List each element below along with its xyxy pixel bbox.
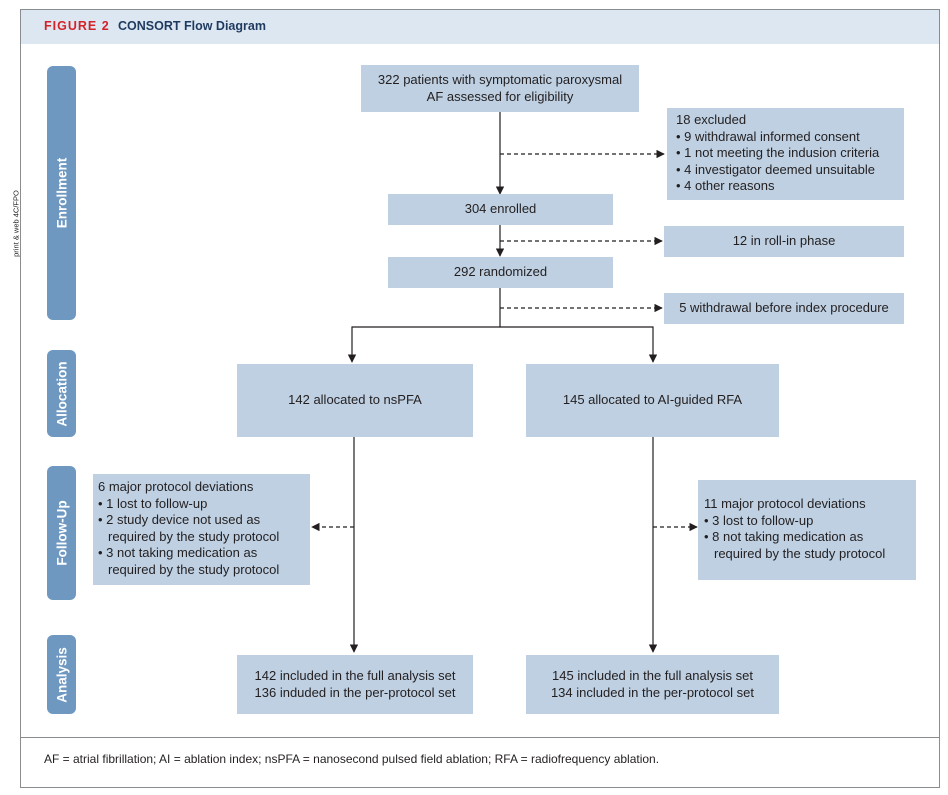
figure-header (21, 10, 939, 44)
footnote: AF = atrial fibrillation; AI = ablation … (44, 752, 660, 766)
arrow-to-rfa (500, 326, 658, 363)
box-followup-nspfa: 6 major protocol deviations • 1 lost to … (93, 474, 310, 585)
box-alloc-rfa: 145 allocated to AI-guided RFA (526, 364, 779, 437)
figure-label: FIGURE 2 (44, 19, 110, 33)
box-followup-rfa: 11 major protocol deviations • 3 lost to… (698, 480, 916, 580)
enrolled-text: 304 enrolled (464, 201, 537, 217)
box-enrolled: 304 enrolled (388, 194, 613, 225)
box-excluded: 18 excluded • 9 withdrawal informed cons… (667, 108, 904, 200)
box-analysis-rfa: 145 included in the full analysis set 13… (526, 655, 779, 714)
followup-nspfa-item: • 1 lost to follow-up (98, 495, 208, 511)
alloc-nspfa-text: 142 allocated to nsPFA (288, 392, 422, 408)
assessed-line-2: AF assessed for eligibility (426, 88, 574, 104)
stage-allocation: Allocation (47, 350, 76, 437)
followup-nspfa-title: 6 major protocol deviations (98, 479, 254, 494)
followup-nspfa-list: • 1 lost to follow-up • 2 study device n… (98, 496, 306, 579)
alloc-rfa-text: 145 allocated to AI-guided RFA (562, 392, 743, 408)
stage-enrollment: Enrollment (47, 66, 76, 320)
followup-rfa-item: • 8 not taking medication as required by… (704, 529, 886, 561)
followup-rfa-title: 11 major protocol deviations (704, 496, 866, 511)
figure-title: CONSORT Flow Diagram (118, 19, 266, 33)
followup-rfa-item: • 3 lost to follow-up (704, 512, 814, 528)
followup-nspfa-item: • 2 study device not used as required by… (98, 512, 280, 544)
stage-follow-up: Follow-Up (47, 466, 76, 600)
excluded-item: • 4 other reasons (676, 178, 775, 193)
excluded-title: 18 excluded (676, 112, 747, 127)
box-alloc-nspfa: 142 allocated to nsPFA (237, 364, 473, 437)
analysis-rfa-line-1: 145 included in the full analysis set (552, 668, 753, 683)
withdrawal-text: 5 withdrawal before index procedure (679, 300, 889, 316)
followup-nspfa-item: • 3 not taking medication as required by… (98, 545, 280, 577)
footnote-divider (21, 737, 939, 738)
box-withdrawal: 5 withdrawal before index procedure (664, 293, 904, 324)
box-roll-in: 12 in roll-in phase (664, 226, 904, 257)
followup-rfa-list: • 3 lost to follow-up • 8 not taking med… (704, 513, 912, 563)
excluded-item: • 4 investigator deemed unsuitable (676, 161, 875, 177)
arrow-to-nspfa (347, 288, 501, 363)
figure-frame (20, 9, 940, 788)
randomized-text: 292 randomized (453, 264, 548, 280)
analysis-nspfa-line-2: 136 induded in the per-protocol set (254, 684, 456, 700)
assessed-line-1: 322 patients with symptomatic paroxysmal (377, 72, 623, 87)
analysis-rfa-line-2: 134 included in the per-protocol set (550, 684, 755, 700)
excluded-item: • 9 withdrawal informed consent (676, 128, 860, 144)
box-randomized: 292 randomized (388, 257, 613, 288)
stage-analysis: Analysis (47, 635, 76, 714)
analysis-nspfa-line-1: 142 included in the full analysis set (254, 668, 456, 683)
box-analysis-nspfa: 142 included in the full analysis set 13… (237, 655, 473, 714)
box-assessed: 322 patients with symptomatic paroxysmal… (361, 65, 639, 112)
roll-in-text: 12 in roll-in phase (732, 233, 836, 249)
excluded-item: • 1 not meeting the indusion criteria (676, 145, 880, 160)
